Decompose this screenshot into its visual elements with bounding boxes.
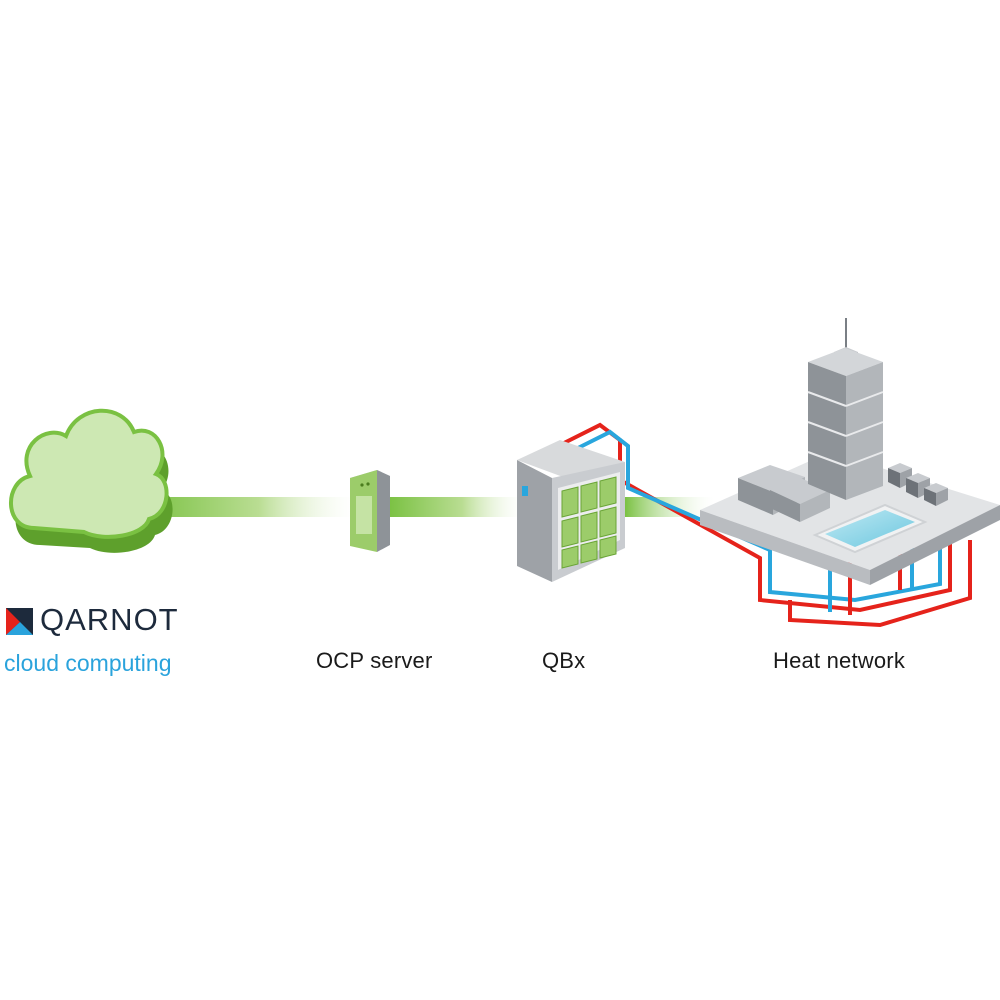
beam-cloud-to-server — [140, 497, 355, 517]
cloud-icon — [9, 408, 173, 553]
brand-name: QARNOT — [40, 602, 179, 637]
ocp-server-label: OCP server — [316, 648, 433, 673]
qarnot-brand: QARNOT — [5, 604, 179, 635]
logo-spacer — [5, 606, 32, 633]
qarnot-logo-icon — [6, 608, 33, 635]
heat-network-city-icon — [700, 318, 1000, 585]
brand-tagline: cloud computing — [4, 650, 172, 676]
qbx-label: QBx — [542, 648, 586, 673]
heat-network-label: Heat network — [773, 648, 906, 673]
ocp-server-icon — [350, 470, 390, 552]
beam-server-to-qbx — [388, 497, 523, 517]
qbx-rack-icon — [517, 440, 625, 582]
